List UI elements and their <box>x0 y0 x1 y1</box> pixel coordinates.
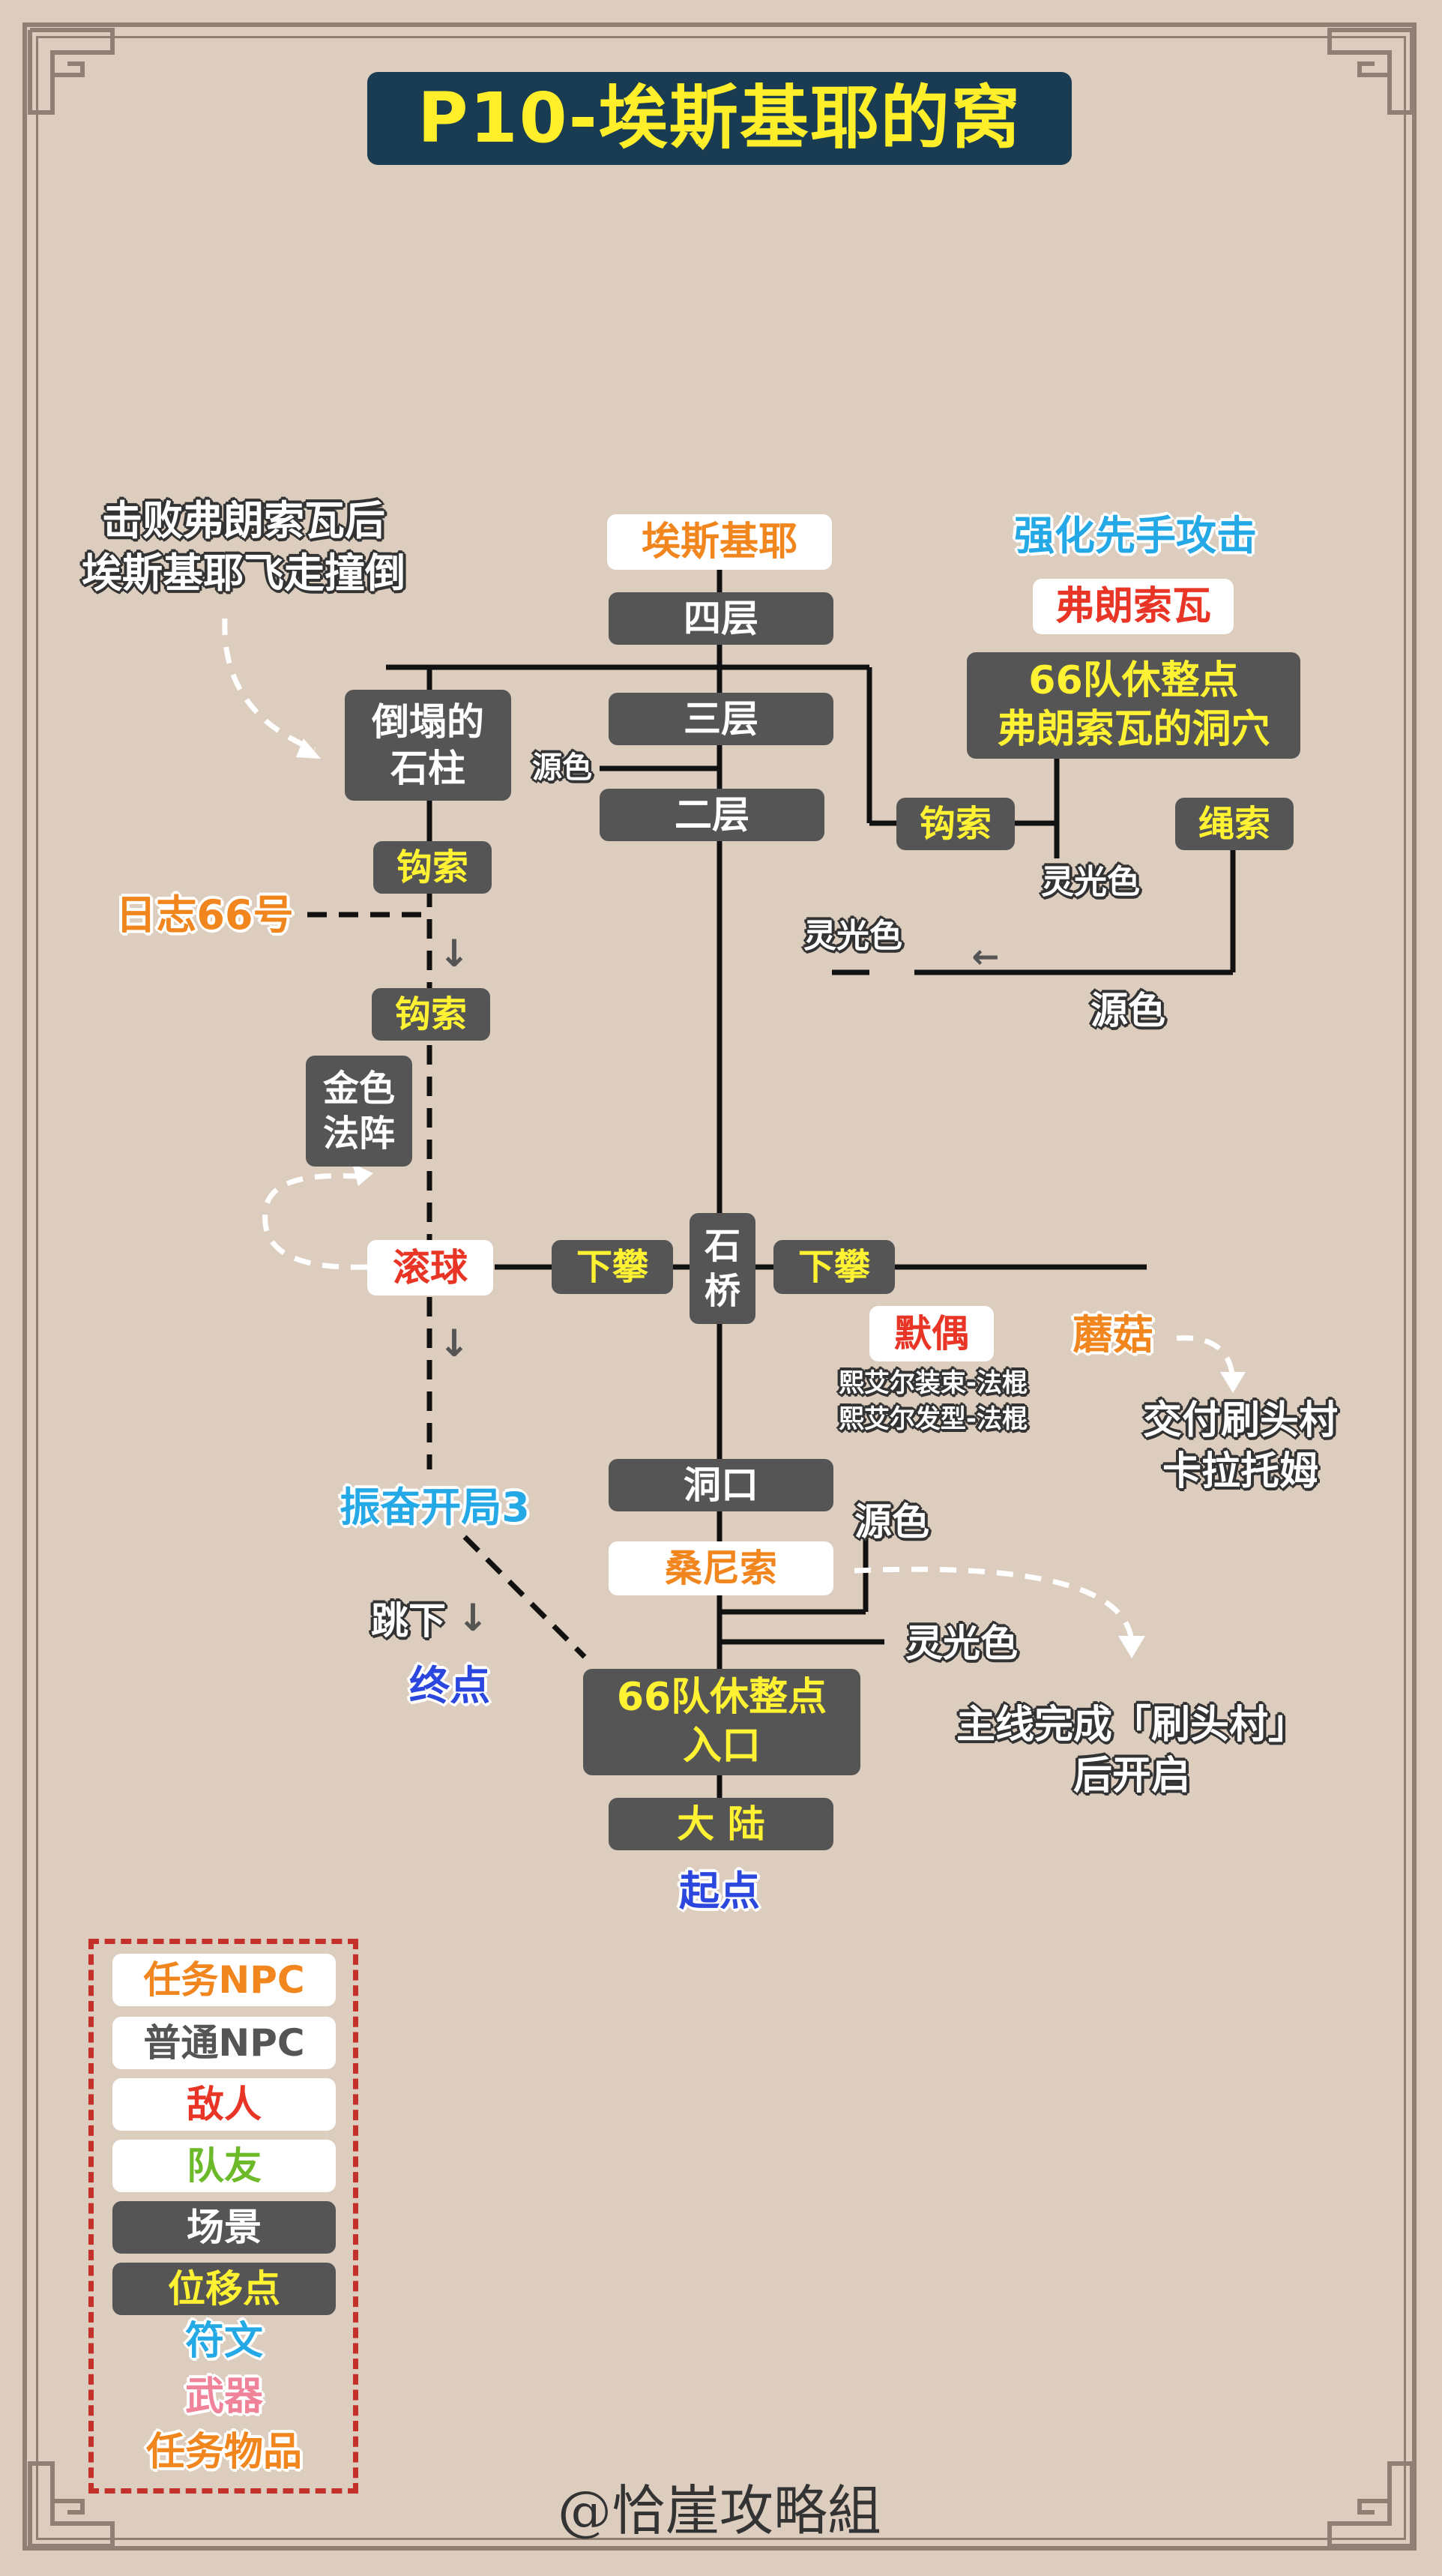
move-hook-3[interactable]: 钩索 <box>896 798 1015 850</box>
legend-quest-item: 任务物品 <box>145 2430 302 2475</box>
legend-move-point: 位移点 <box>112 2263 336 2315</box>
quest-item-mushroom: 蘑菇 <box>1073 1311 1153 1358</box>
inner-frame <box>36 36 1406 2540</box>
rune-enhance-first-strike: 强化先手攻击 <box>1014 512 1257 559</box>
move-climb-down-left[interactable]: 下攀 <box>552 1240 673 1294</box>
scene-floor-2[interactable]: 二层 <box>600 789 824 841</box>
arrow-down-icon-2: ↓ <box>438 1322 470 1365</box>
journal-66: 日志66号 <box>115 891 294 939</box>
defeat-note: 击败弗朗索瓦后 埃斯基耶飞走撞倒 <box>82 497 405 598</box>
scene-stone-bridge[interactable]: 石 桥 <box>690 1213 755 1324</box>
legend-quest-npc: 任务NPC <box>112 1954 336 2006</box>
enemy-rolling-ball[interactable]: 滚球 <box>367 1240 493 1295</box>
corner-ornament-top-right <box>1327 28 1414 115</box>
legend-enemy: 敌人 <box>112 2078 336 2131</box>
arrow-down-icon-3: ↓ <box>457 1596 489 1640</box>
corner-ornament-top-left <box>28 28 115 115</box>
npc-sangnisuo[interactable]: 桑尼索 <box>609 1541 833 1595</box>
page-title: P10-埃斯基耶的窝 <box>367 72 1072 165</box>
start-point: 起点 <box>679 1868 760 1915</box>
outer-frame <box>22 22 1417 2551</box>
move-hook-1[interactable]: 钩索 <box>373 841 492 894</box>
source-color-label-1: 源色 <box>532 750 592 785</box>
deliver-note: 交付刷头村 卡拉托姆 <box>1142 1398 1338 1494</box>
npc-esquie[interactable]: 埃斯基耶 <box>607 514 832 570</box>
scene-cave-mouth[interactable]: 洞口 <box>609 1459 833 1511</box>
puppet-drops: 熙艾尔装束-法棍 熙艾尔发型-法棍 <box>838 1368 1028 1434</box>
move-hook-2[interactable]: 钩索 <box>372 988 490 1041</box>
arrow-down-icon: ↓ <box>438 932 470 975</box>
watermark: @恰崖攻略組 <box>557 2479 881 2542</box>
rune-rousing-start-3: 振奋开局3 <box>340 1484 530 1531</box>
move-climb-down-right[interactable]: 下攀 <box>773 1240 895 1294</box>
legend-rune: 符文 <box>184 2319 263 2364</box>
scene-floor-3[interactable]: 三层 <box>609 693 833 745</box>
jump-down-label: 跳下 <box>371 1599 446 1643</box>
end-point: 终点 <box>409 1662 490 1709</box>
aura-color-label-1: 灵光色 <box>1041 863 1140 901</box>
source-color-label-3: 源色 <box>854 1500 929 1544</box>
aura-color-label-2: 灵光色 <box>803 917 902 955</box>
corner-ornament-bottom-right <box>1327 2461 1414 2548</box>
arrow-left-icon: ← <box>971 938 1000 976</box>
unlock-note: 主线完成「刷头村」 后开启 <box>956 1703 1307 1799</box>
scene-golden-circle[interactable]: 金色 法阵 <box>306 1056 412 1167</box>
corner-ornament-bottom-left <box>28 2461 115 2548</box>
rest-point-francoise-cave[interactable]: 66队休整点 弗朗索瓦的洞穴 <box>967 652 1300 759</box>
scene-collapsed-pillar[interactable]: 倒塌的 石柱 <box>345 690 511 801</box>
enemy-francoise[interactable]: 弗朗索瓦 <box>1033 579 1234 634</box>
aura-color-label-3: 灵光色 <box>905 1622 1018 1665</box>
rest-point-entrance[interactable]: 66队休整点 入口 <box>583 1669 860 1775</box>
scene-mainland[interactable]: 大 陆 <box>609 1798 833 1850</box>
scene-floor-4[interactable]: 四层 <box>609 592 833 645</box>
legend-normal-npc: 普通NPC <box>112 2017 336 2069</box>
move-rope[interactable]: 绳索 <box>1175 798 1294 850</box>
legend-scene: 场景 <box>112 2201 336 2254</box>
source-color-label-2: 源色 <box>1090 989 1165 1032</box>
legend-teammate: 队友 <box>112 2140 336 2192</box>
legend-weapon: 武器 <box>184 2374 263 2419</box>
enemy-puppet[interactable]: 默偶 <box>869 1306 994 1361</box>
legend-frame <box>88 1939 358 2494</box>
